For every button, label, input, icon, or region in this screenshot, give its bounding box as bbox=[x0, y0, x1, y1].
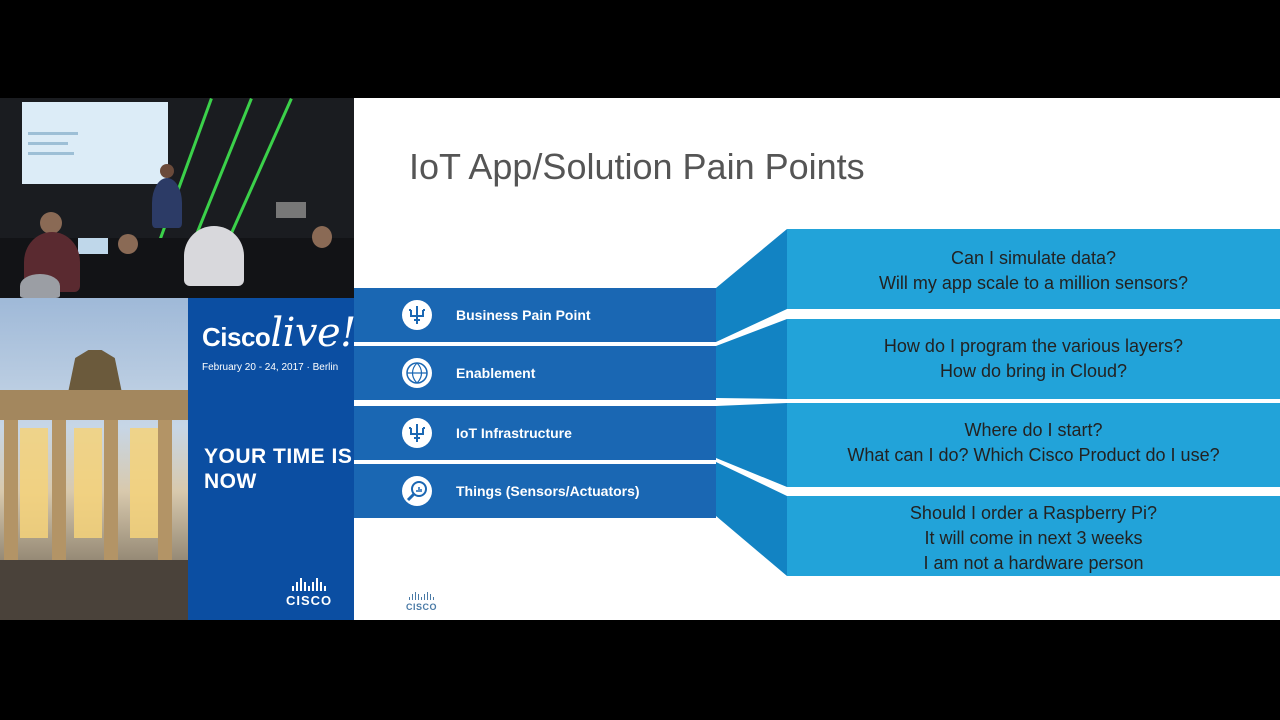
sensor-search-icon bbox=[402, 476, 432, 506]
layer-stack: Business Pain Point Enablement IoT Infra… bbox=[354, 288, 716, 518]
cisco-logo: CISCO bbox=[286, 578, 332, 608]
question-box-3: Where do I start? What can I do? Which C… bbox=[847, 420, 1220, 465]
layer-enablement: Enablement bbox=[354, 346, 716, 400]
question-box-2: How do I program the various layers? How… bbox=[883, 336, 1184, 381]
cisco-footer-logo: CISCO bbox=[406, 592, 437, 612]
layer-label: IoT Infrastructure bbox=[456, 425, 572, 441]
layer-business-pain-point: Business Pain Point bbox=[354, 288, 716, 342]
layer-label: Business Pain Point bbox=[456, 307, 591, 323]
video-frame: Ciscolive! February 20 - 24, 2017 · Berl… bbox=[0, 98, 1280, 620]
circuit-tree-icon bbox=[402, 418, 432, 448]
projector-screen bbox=[22, 102, 168, 184]
question-box-1: Can I simulate data? Will my app scale t… bbox=[878, 248, 1189, 293]
presenter bbox=[152, 178, 182, 228]
cisco-bars-icon bbox=[406, 592, 437, 600]
layer-label: Enablement bbox=[456, 365, 536, 381]
presentation-slide: IoT App/Solution Pain Points Business Pa… bbox=[354, 98, 1280, 620]
globe-icon bbox=[402, 358, 432, 388]
cisco-live-banner: Ciscolive! February 20 - 24, 2017 · Berl… bbox=[188, 298, 356, 620]
cisco-bars-icon bbox=[286, 578, 332, 591]
layer-things: Things (Sensors/Actuators) bbox=[354, 464, 716, 518]
funnel-graphic bbox=[716, 229, 1280, 576]
cisco-live-logo: Ciscolive! bbox=[202, 310, 356, 356]
layer-iot-infrastructure: IoT Infrastructure bbox=[354, 406, 716, 460]
camera-feed bbox=[0, 98, 354, 298]
layer-label: Things (Sensors/Actuators) bbox=[456, 483, 640, 499]
event-date: February 20 - 24, 2017 · Berlin bbox=[202, 362, 339, 373]
slide-title: IoT App/Solution Pain Points bbox=[409, 146, 865, 187]
question-box-4: Should I order a Raspberry Pi? It will c… bbox=[909, 503, 1158, 573]
circuit-tree-icon bbox=[402, 300, 432, 330]
berlin-gate-photo bbox=[0, 298, 188, 620]
tagline: YOUR TIME IS NOW bbox=[204, 445, 353, 493]
